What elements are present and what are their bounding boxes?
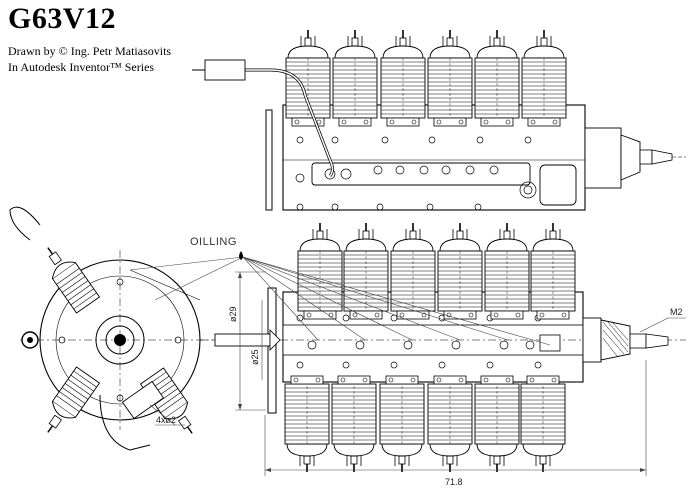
bottom-view: [200, 222, 686, 472]
overall-length-label: 71.8: [445, 477, 463, 487]
author-credit: Drawn by © Ing. Petr Matiasovits: [8, 44, 172, 58]
dim-dia29: ø29: [228, 306, 238, 322]
radial-view: [9, 206, 215, 451]
holes-label: 4xø2: [156, 415, 176, 425]
dim-dia25: ø25: [250, 349, 260, 365]
drawing-title: G63V12: [8, 2, 116, 35]
thread-label: M2: [670, 307, 683, 317]
dimension-lines: [129, 256, 686, 476]
oilling-label: OILLING: [190, 236, 237, 248]
top-view: [192, 29, 686, 211]
software-credit: In Autodesk Inventor™ Series: [8, 60, 155, 74]
dimension-arrows: [238, 251, 646, 472]
